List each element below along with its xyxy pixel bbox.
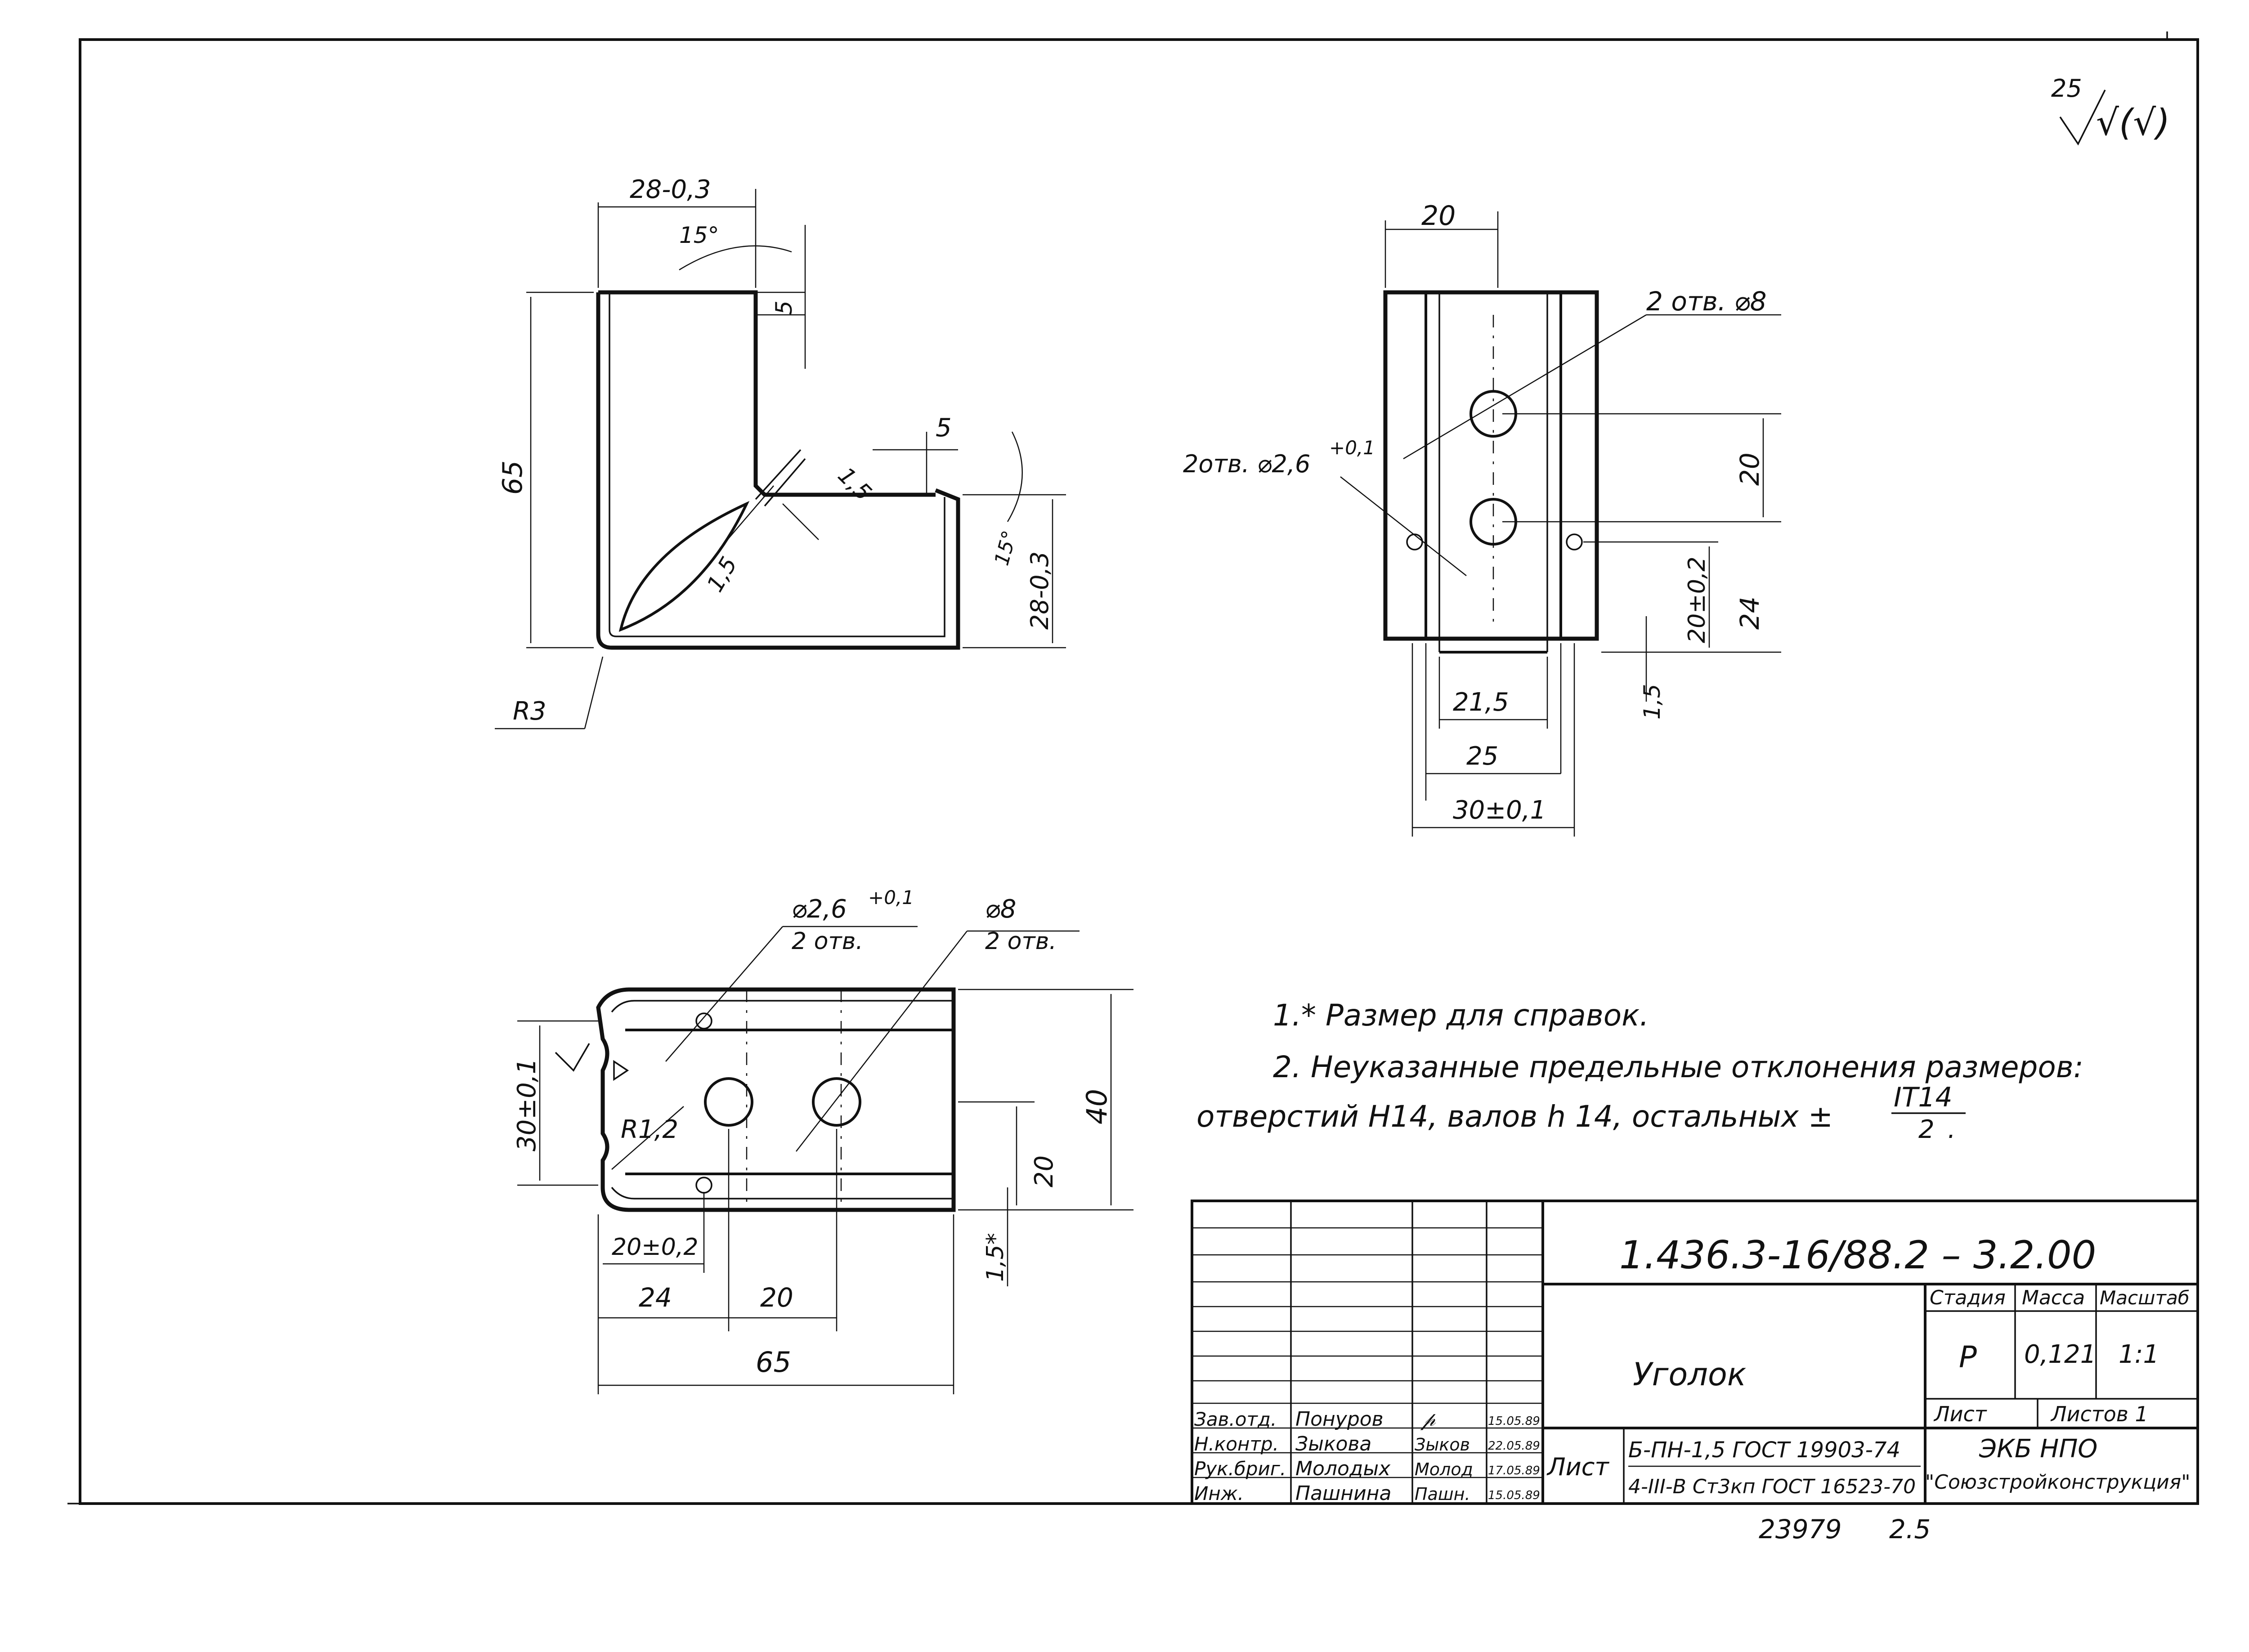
side-width-right: 28-0,3 — [1026, 551, 1054, 630]
sheet-frame — [67, 31, 2199, 1505]
signature-role: Инж. — [1194, 1482, 1244, 1504]
sheet-footer: 23979 2.5 — [1759, 1514, 1931, 1545]
plan-ref-dim: 1,5* — [982, 1233, 1009, 1282]
surface-roughness-mark: 25 √(√) — [2051, 74, 2170, 146]
material-label: Лист — [1546, 1453, 1609, 1481]
material-line1: Б-ПН-1,5 ГОСТ 19903-74 — [1628, 1437, 1900, 1463]
side-right-offset: 5 — [936, 413, 952, 443]
front-hole-pos: 20±0,2 — [1684, 557, 1711, 643]
header-stage: Стадия — [1930, 1286, 2006, 1309]
signature-row: Инж. Пашнина Пашн. 15.05.89 — [1194, 1482, 1540, 1505]
side-view: 28-0,3 15° 5 65 1,5 1,5 5 15° 28-0,3 R3 — [495, 175, 1066, 730]
plan-radius: R1,2 — [621, 1115, 678, 1144]
front-width: 20 — [1421, 200, 1456, 232]
plan-hole-large-count: 2 отв. — [985, 928, 1057, 955]
front-hole-small-label: 2отв. ⌀2,6 — [1183, 450, 1310, 478]
signature-sign: 𝓅 — [1420, 1408, 1436, 1431]
front-dim-c: 30±0,1 — [1453, 796, 1546, 825]
roughness-symbol: √(√) — [2096, 102, 2170, 143]
signature-sign: Молод — [1415, 1459, 1473, 1479]
header-mass: Масса — [2022, 1286, 2085, 1309]
org-line1: ЭКБ НПО — [1979, 1434, 2097, 1464]
technical-notes: 1.* Размер для справок. 2. Неуказанные п… — [1196, 998, 2083, 1144]
front-view: 20 2 отв. ⌀8 2отв. ⌀2,6 +0,1 20 20±0,2 2… — [1183, 200, 1781, 837]
footer-code: 23979 — [1759, 1514, 1842, 1545]
plan-view: ⌀2,6 +0,1 2 отв. ⌀8 2 отв. 30±0,1 R1,2 4… — [512, 886, 1133, 1394]
plan-hole-small-bottom — [695, 1177, 712, 1194]
side-thickness-a: 1,5 — [833, 462, 877, 506]
signature-name: Молодых — [1295, 1457, 1391, 1480]
plan-hole-large-left — [704, 1077, 753, 1127]
plan-hole-small-tol: +0,1 — [868, 886, 914, 909]
value-stage: Р — [1959, 1340, 1977, 1374]
front-hole-spacing: 20 — [1734, 452, 1765, 486]
note-2-line1: 2. Неуказанные предельные отклонения раз… — [1273, 1050, 2083, 1084]
note-2-end: . — [1948, 1115, 1956, 1144]
signature-date: 15.05.89 — [1488, 1489, 1540, 1502]
plan-height-total: 40 — [1080, 1089, 1113, 1124]
front-flange: 1,5 — [1639, 684, 1665, 720]
plan-pos-b: 24 — [639, 1282, 672, 1313]
signature-role: Н.контр. — [1194, 1433, 1279, 1455]
side-radius: R3 — [513, 697, 547, 726]
signature-role: Зав.отд. — [1194, 1408, 1277, 1430]
front-height-total: 24 — [1734, 596, 1765, 630]
plan-hole-small-top — [695, 1012, 712, 1030]
front-dim-a: 21,5 — [1453, 688, 1509, 717]
side-top-offset: 5 — [771, 300, 797, 315]
side-height: 65 — [497, 461, 529, 495]
note-2-frac-num: IT14 — [1894, 1082, 1953, 1113]
plan-height-left: 30±0,1 — [512, 1058, 542, 1151]
plan-hole-large-right — [812, 1077, 861, 1127]
signature-row: Зав.отд. Понуров 𝓅 15.05.89 — [1194, 1408, 1540, 1431]
side-angle-top: 15° — [679, 222, 719, 248]
sheet-label: Лист — [1933, 1402, 1987, 1426]
signature-name: Понуров — [1295, 1408, 1384, 1431]
title-block: 1.436.3-16/88.2 – 3.2.00 Уголок Стадия М… — [1191, 1200, 2199, 1505]
signature-row: Рук.бриг. Молодых Молод 17.05.89 — [1194, 1457, 1540, 1480]
note-2-frac-den: 2 — [1918, 1115, 1935, 1144]
signature-row: Н.контр. Зыкова Зыков 22.05.89 — [1194, 1433, 1540, 1455]
roughness-value: 25 — [2051, 74, 2082, 103]
front-hole-small-tol: +0,1 — [1329, 437, 1375, 459]
front-hole-large-label: 2 отв. ⌀8 — [1646, 286, 1767, 317]
plan-hole-small-count: 2 отв. — [792, 928, 863, 955]
plan-hole-large-label: ⌀8 — [985, 895, 1016, 924]
note-2-line2: отверстий H14, валов h 14, остальных ± — [1196, 1099, 1833, 1134]
signature-name: Зыкова — [1295, 1433, 1371, 1455]
plan-pos-c: 20 — [760, 1282, 793, 1313]
value-mass: 0,121 — [2024, 1340, 2096, 1369]
header-scale: Масштаб — [2100, 1287, 2190, 1309]
signature-sign: Пашн. — [1415, 1484, 1470, 1504]
signature-date: 22.05.89 — [1488, 1439, 1540, 1453]
org-line2: "Союзстройконструкция" — [1925, 1471, 2190, 1494]
signature-name: Пашнина — [1295, 1482, 1391, 1505]
front-hole-small-left — [1406, 533, 1423, 551]
side-angle-right: 15° — [990, 528, 1021, 568]
side-width-top: 28-0,3 — [630, 175, 711, 204]
sheets-label: Листов 1 — [2050, 1402, 2148, 1426]
signature-date: 17.05.89 — [1488, 1464, 1540, 1477]
signature-sign: Зыков — [1415, 1435, 1470, 1455]
plan-length: 65 — [756, 1346, 791, 1379]
front-hole-small-right — [1566, 533, 1583, 551]
plan-pos-a: 20±0,2 — [612, 1234, 698, 1261]
footer-page: 2.5 — [1889, 1514, 1931, 1545]
plan-half-height: 20 — [1030, 1155, 1059, 1187]
side-thickness-b: 1,5 — [702, 552, 742, 596]
signature-role: Рук.бриг. — [1194, 1458, 1286, 1480]
part-name: Уголок — [1633, 1356, 1746, 1393]
material-line2: 4-III-В Ст3кп ГОСТ 16523-70 — [1628, 1475, 1916, 1498]
note-1: 1.* Размер для справок. — [1273, 998, 1649, 1033]
plan-hole-small-label: ⌀2,6 — [792, 895, 847, 924]
front-dim-b: 25 — [1466, 742, 1498, 771]
signature-date: 15.05.89 — [1488, 1415, 1540, 1428]
drawing-designation: 1.436.3-16/88.2 – 3.2.00 — [1619, 1233, 2096, 1278]
value-scale: 1:1 — [2119, 1340, 2159, 1369]
